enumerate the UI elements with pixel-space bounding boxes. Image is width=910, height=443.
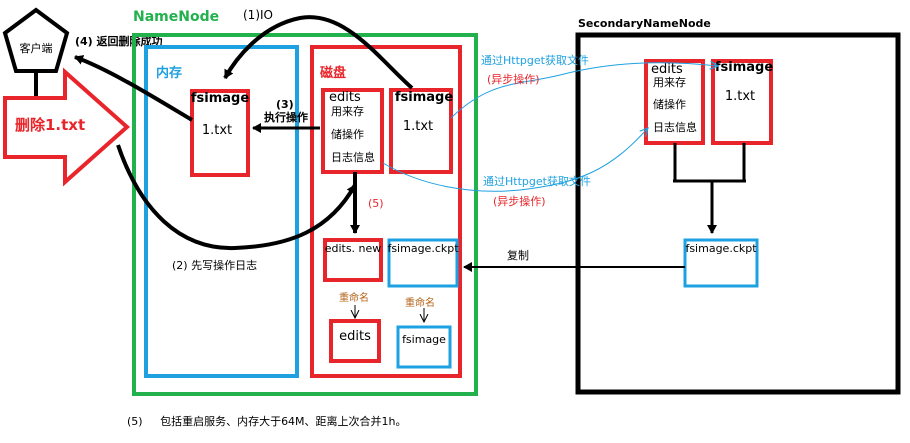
secondary-fsimage-file: 1.txt [725, 89, 755, 104]
secondary-edits-line3: 日志信息 [653, 120, 697, 134]
namenode-title: NameNode [133, 9, 219, 25]
rename-label-1: 重命名 [339, 291, 369, 304]
disk-fsimage-title: fsimage [395, 90, 453, 105]
secondary-box [575, 32, 901, 395]
http-transfer-top-label: 通过Httpget获取文件 [481, 53, 589, 67]
disk-fsimage-file: 1.txt [403, 119, 433, 134]
secondary-fsimage-box [711, 59, 773, 145]
delete-action-label: 删除1.txt [15, 116, 85, 134]
fsimage-final-label: fsimage [402, 333, 446, 346]
step4-label: (4) 返回删除成功 [75, 34, 163, 48]
fsimage-ckpt-label: fsimage.ckpt [387, 242, 459, 255]
rename-label-2: 重命名 [405, 296, 435, 309]
memory-fsimage-box [190, 89, 250, 177]
secondary-edits-line1: 用来存 [653, 75, 686, 89]
step2-label: (2) 先写操作日志 [172, 258, 257, 272]
secondary-edits-line2: 储操作 [653, 97, 686, 111]
disk-edits-line3: 日志信息 [331, 150, 375, 164]
edits-new-box [323, 238, 383, 282]
secondary-ckpt-label: fsimage.ckpt [685, 242, 757, 255]
fsimage-ckpt-box [387, 238, 459, 288]
step4-return-curve [74, 55, 194, 122]
disk-fsimage-box [389, 88, 453, 174]
step3-action-label: 执行操作 [264, 110, 308, 124]
copy-label: 复制 [507, 248, 529, 262]
namenode-box [132, 33, 478, 396]
http-transfer-bottom-curve [382, 128, 648, 192]
edits-final-label: edits [339, 329, 371, 344]
http-transfer-top-async: (异步操作) [487, 72, 540, 86]
delete-arrow-shape [3, 67, 131, 187]
secondary-ckpt-box [683, 238, 759, 288]
memory-fsimage-file: 1.txt [202, 123, 232, 138]
secondary-title: SecondaryNameNode [578, 17, 711, 30]
disk-edits-title: edits [329, 90, 361, 105]
edits-new-label: edits. new [325, 242, 382, 255]
disk-edits-line2: 储操作 [331, 127, 364, 141]
footnote: (5) 包括重启服务、内存大于64M、距离上次合并1h。 [127, 414, 407, 428]
http-transfer-bottom-async: (异步操作) [493, 194, 546, 208]
step5-label: (5) [368, 197, 384, 210]
http-transfer-bottom-label: 通过Httpget获取文件 [483, 174, 591, 188]
client-label: 客户端 [20, 41, 53, 55]
disk-title: 磁盘 [320, 65, 346, 81]
memory-title: 内存 [156, 65, 182, 81]
step1-io-curve [223, 15, 414, 90]
memory-fsimage-title: fsimage [191, 91, 249, 106]
disk-box [310, 45, 462, 378]
secondary-fsimage-title: fsimage [715, 60, 773, 75]
client-node [2, 7, 70, 73]
memory-box [144, 45, 299, 378]
edits-final-box [329, 319, 381, 363]
step3-label: (3) [276, 98, 294, 111]
step2-log-curve [116, 144, 357, 251]
secondary-edits-title: edits [651, 62, 683, 77]
disk-edits-box [321, 88, 384, 174]
http-transfer-top-curve [450, 63, 718, 119]
disk-edits-line1: 用来存 [331, 104, 364, 118]
fsimage-final-box [396, 325, 452, 369]
step1-label: (1)IO [243, 8, 273, 22]
